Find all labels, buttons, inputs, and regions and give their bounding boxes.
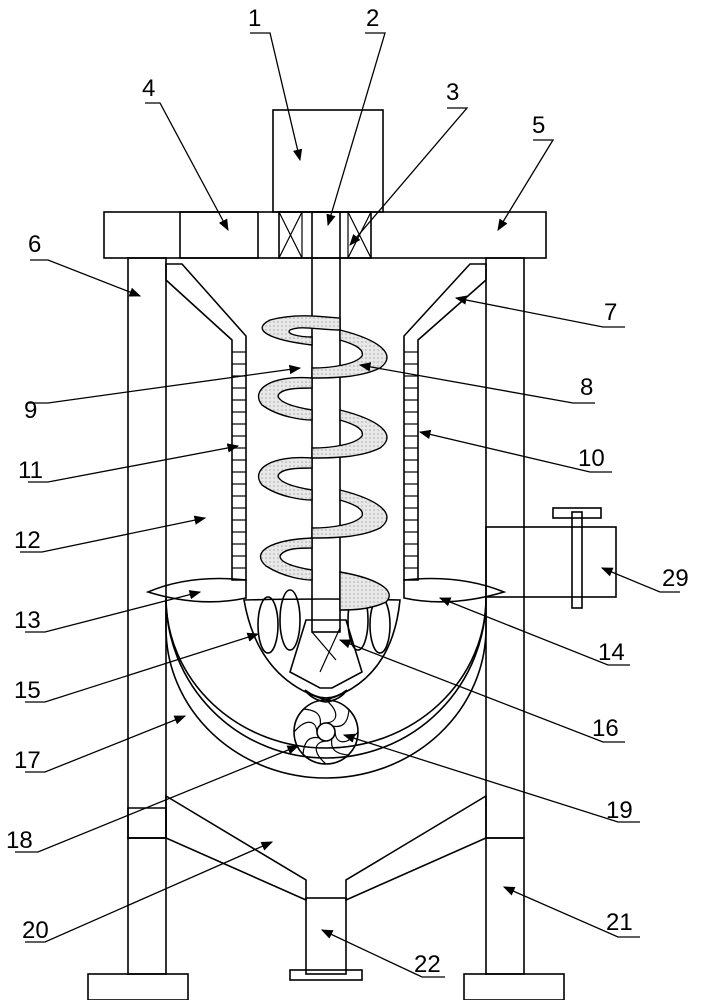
callout-3: 3	[446, 79, 459, 106]
callout-29: 29	[662, 565, 689, 592]
callout-22: 22	[414, 951, 441, 978]
callout-8: 8	[580, 374, 593, 401]
callout-20: 20	[22, 917, 49, 944]
bearing	[278, 211, 372, 259]
top-plate	[103, 211, 547, 259]
callout-6: 6	[28, 231, 41, 258]
lower-funnel	[127, 794, 487, 902]
left-wall	[127, 257, 167, 839]
screw-blade	[257, 315, 390, 611]
callout-12: 12	[14, 527, 41, 554]
right-foot	[463, 973, 565, 1000]
left-foot	[87, 973, 189, 1000]
pad-left	[145, 577, 247, 603]
callout-4: 4	[142, 75, 155, 102]
right-wall	[485, 257, 525, 839]
callout-17: 17	[14, 747, 41, 774]
callout-10: 10	[578, 445, 605, 472]
callout-1: 1	[248, 5, 261, 32]
left-leg	[127, 837, 167, 975]
callout-19: 19	[606, 797, 633, 824]
filter-screen-left	[232, 351, 246, 569]
callout-2: 2	[366, 5, 379, 32]
grinding-head	[289, 619, 363, 689]
feed-inlet	[179, 211, 259, 259]
callout-18: 18	[6, 827, 33, 854]
callout-7: 7	[604, 299, 617, 326]
callout-16: 16	[592, 715, 619, 742]
callout-15: 15	[14, 677, 41, 704]
motor	[272, 109, 384, 213]
callout-13: 13	[14, 607, 41, 634]
leader-lines	[15, 32, 680, 978]
callout-5: 5	[532, 112, 545, 139]
shaft	[311, 211, 341, 633]
callout-9: 9	[24, 397, 37, 424]
filter-screen-right	[404, 351, 418, 569]
pad-right	[403, 577, 507, 603]
discharge-pipe	[305, 897, 347, 975]
grinding-bowl	[243, 589, 401, 703]
callout-labels: 1 2 3 4 5 6 7 8 9 10 11 12 13 14 15 16 1…	[6, 5, 689, 978]
callout-11: 11	[18, 457, 43, 484]
callout-14: 14	[598, 639, 625, 666]
callout-21: 21	[606, 909, 633, 936]
pump-impeller	[293, 699, 359, 765]
right-leg	[485, 837, 525, 975]
outlet-valve	[485, 507, 617, 609]
bowl-mesh	[165, 597, 487, 779]
